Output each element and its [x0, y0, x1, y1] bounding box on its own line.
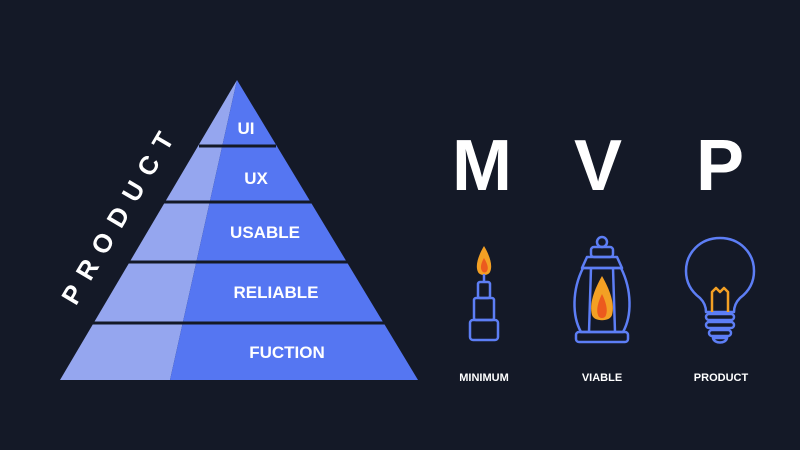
pyramid-layer-label: FUCTION	[249, 343, 325, 362]
mvp-letter: M	[452, 126, 512, 206]
mvp-letter: V	[574, 126, 622, 206]
pyramid-layer-label: RELIABLE	[234, 283, 319, 302]
mvp-letter: P	[696, 126, 744, 206]
lantern-icon	[573, 235, 631, 344]
pyramid-light-face	[60, 80, 237, 380]
pyramid-dark-face	[170, 80, 418, 380]
mvp-caption: VIABLE	[582, 372, 622, 384]
lightbulb-icon	[684, 236, 756, 344]
pyramid-layer-label: UI	[238, 119, 255, 138]
mvp-caption: MINIMUM	[459, 372, 509, 384]
mvp-caption: PRODUCT	[694, 372, 749, 384]
candle-icon	[468, 246, 500, 342]
pyramid-layer-label: UX	[244, 169, 268, 188]
pyramid-layer-label: USABLE	[230, 223, 300, 242]
product-pyramid: UI UX USABLE RELIABLE FUCTION	[60, 80, 418, 380]
mvp-letters: M V P	[452, 126, 744, 206]
